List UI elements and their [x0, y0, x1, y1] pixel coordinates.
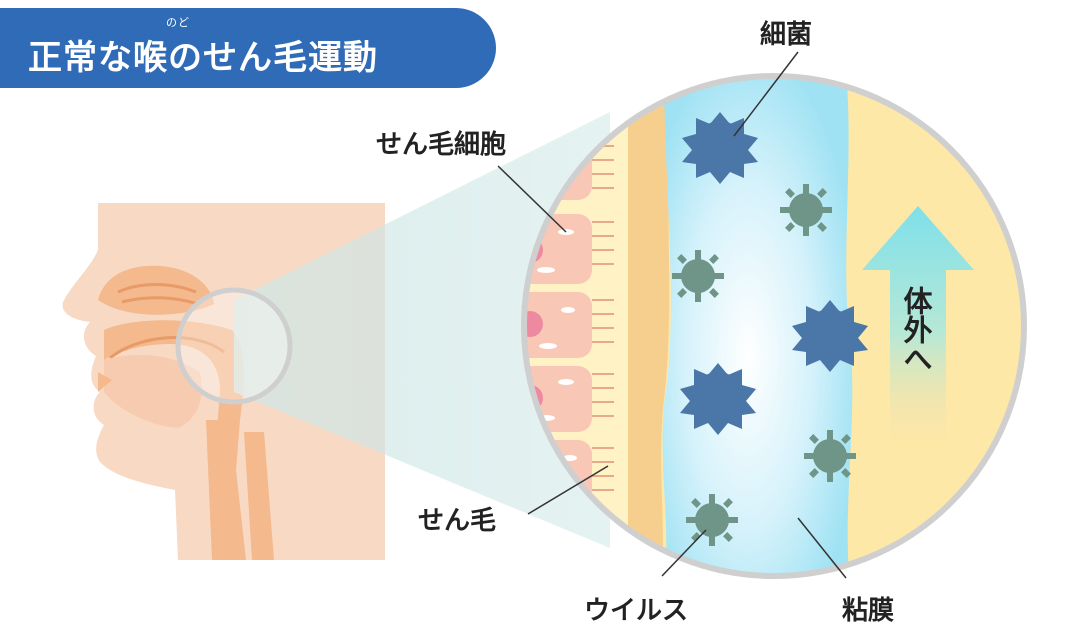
label-outward: 体外へ [899, 286, 933, 373]
virus [686, 494, 738, 546]
bacterium [792, 300, 868, 372]
title-ruby: のど [166, 16, 190, 29]
magnifier-beam [234, 112, 610, 548]
virus [780, 184, 832, 236]
label-ciliated-cell: せん毛細胞 [376, 130, 507, 160]
leader-cilia [527, 465, 609, 515]
title-badge: のど 正常な喉のせん毛運動 [0, 8, 496, 88]
label-mucosa: 粘膜 [842, 596, 895, 626]
label-cilia: せん毛 [418, 506, 497, 536]
label-virus: ウイルス [584, 596, 689, 626]
leader-virus [661, 529, 707, 577]
virus [804, 430, 856, 482]
leader-ciliated-cell [497, 165, 567, 233]
leader-mucosa [797, 517, 847, 579]
magnifier-small-circle [175, 287, 293, 405]
bacterium [680, 363, 756, 435]
leader-lines [497, 51, 847, 579]
outward-arrow [862, 206, 974, 440]
virus [672, 250, 724, 302]
page-title: 正常な喉のせん毛運動 [28, 38, 378, 78]
label-bacteria: 細菌 [760, 20, 813, 50]
virus-group [672, 184, 856, 546]
leader-bacteria [733, 51, 799, 137]
magnifier-large-circle [521, 73, 1027, 579]
